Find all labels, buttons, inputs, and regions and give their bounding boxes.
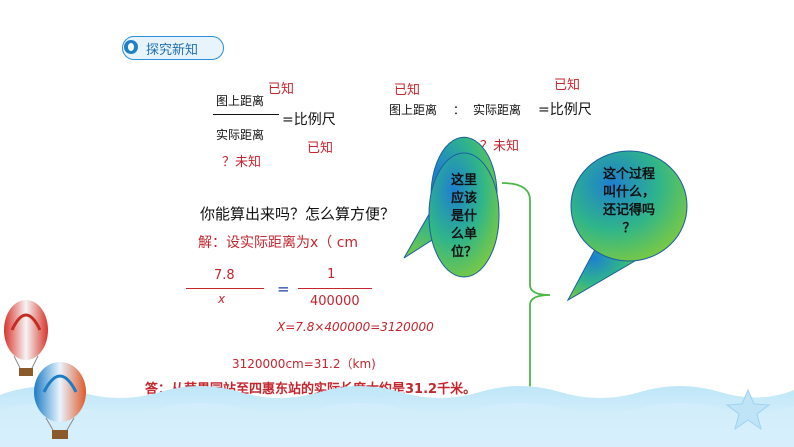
bubble-process-line: 这个过程 <box>602 167 655 182</box>
formula2-colon: ： <box>453 103 466 117</box>
formula1-numerator: 图上距离 <box>216 94 265 108</box>
formula2-known-right: 已知 <box>554 78 581 93</box>
solution-denominator-left: x <box>218 292 226 306</box>
section-badge-label: 探究新知 <box>146 43 199 58</box>
solution-fraction-line-right <box>298 288 372 289</box>
formula1-known-top: 已知 <box>268 82 295 97</box>
bubble-unit-line: 是什 <box>450 209 477 224</box>
formula2-equals: =比例尺 <box>538 102 592 118</box>
formula2-unknown: ？未知 <box>480 139 520 154</box>
bubble-unit-text: 这里 应该 是什 么单 位？ <box>446 172 482 262</box>
bubble-process-line: 叫什么， <box>602 185 655 200</box>
formula2-right: 实际距离 <box>473 103 522 117</box>
bubble-process-text: 这个过程 叫什么， 还记得吗 ？ <box>589 166 669 238</box>
question-text: 你能算出来吗？怎么算方便？ <box>200 205 396 223</box>
bubble-process-line: 还记得吗 <box>602 203 655 218</box>
bracket-line <box>501 182 551 399</box>
solution-fraction-line-left <box>186 288 264 289</box>
formula1-equals: =比例尺 <box>282 112 336 128</box>
bubble-unit-line: 应该 <box>450 191 477 206</box>
speech-bubble-unit <box>403 136 500 278</box>
solution-setup: 解：设实际距离为x（ cm <box>198 235 359 251</box>
hot-air-balloon-icon <box>4 300 48 376</box>
solution-denominator-right: 400000 <box>310 294 360 309</box>
bubble-unit-line: 这里 <box>450 173 477 188</box>
solution-equals: = <box>277 280 290 298</box>
bubble-unit-line: 位？ <box>450 245 477 260</box>
formula2-left: 图上距离 <box>389 103 438 117</box>
solution-numerator-right: 1 <box>327 267 336 282</box>
bubble-unit-line: 么单 <box>450 227 477 242</box>
formula2-known-left: 已知 <box>394 83 421 98</box>
formula1-unknown: ？未知 <box>222 155 262 170</box>
hot-air-balloon-icon <box>34 362 86 439</box>
starfish-icon <box>725 388 771 431</box>
formula1-known-right: 已知 <box>307 141 334 156</box>
solution-conversion: 3120000cm=31.2（km) <box>232 357 376 371</box>
solution-result: X=7.8×400000=3120000 <box>277 320 434 334</box>
section-badge-icon <box>124 40 138 54</box>
section-badge <box>122 36 224 60</box>
formula1-denominator: 实际距离 <box>216 128 265 142</box>
speech-bubble-process <box>566 150 688 302</box>
formula1-fraction-line <box>213 114 279 115</box>
bubble-process-line: ？ <box>622 221 636 236</box>
solution-numerator-left: 7.8 <box>214 268 235 283</box>
